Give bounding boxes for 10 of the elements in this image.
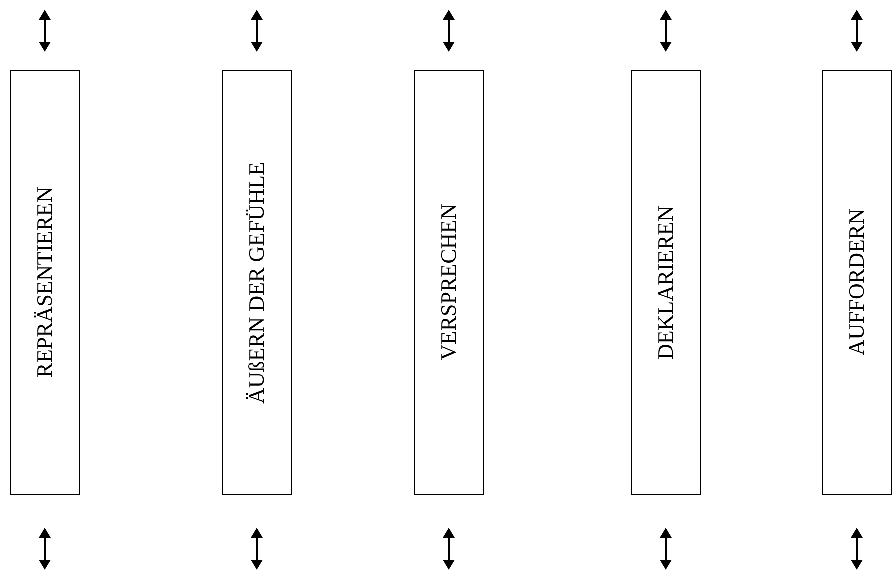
category-box <box>822 70 892 495</box>
category-box <box>222 70 292 495</box>
category-box <box>414 70 484 495</box>
category-label: ÄUßERN DER GEFÜHLE <box>244 162 270 404</box>
category-label: AUFFORDERN <box>844 209 870 356</box>
category-box <box>631 70 701 495</box>
category-label: REPRÄSENTIEREN <box>32 187 58 378</box>
category-box <box>10 70 80 495</box>
category-label: DEKLARIEREN <box>653 206 679 360</box>
category-label: VERSPRECHEN <box>436 204 462 361</box>
